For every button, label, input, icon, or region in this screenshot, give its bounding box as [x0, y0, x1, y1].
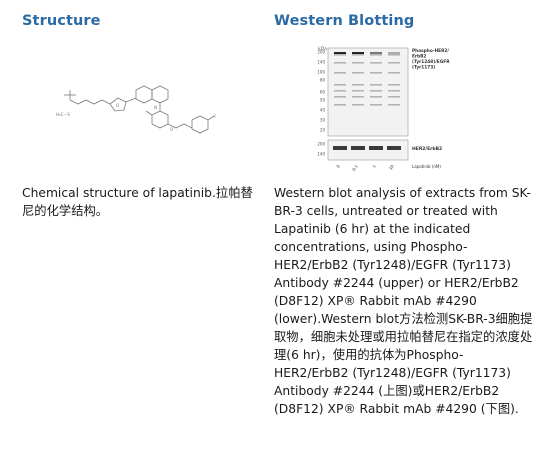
blot-band — [370, 104, 382, 106]
svg-text:O: O — [170, 127, 173, 132]
lane-label: 0.1 — [351, 163, 359, 171]
structure-image-label: H₃C—S — [56, 112, 70, 117]
upper-label-line: (Tyr1173) — [412, 65, 435, 71]
blot-band — [388, 96, 400, 98]
upper-label-line: Phospho-HER2/ — [412, 48, 449, 54]
western-heading: Western Blotting — [274, 13, 415, 29]
marker-label: 50 — [320, 98, 326, 103]
blot-band — [334, 52, 346, 55]
upper-blot-label: Phospho-HER2/ErbB2(Tyr1248)/EGFR(Tyr1173… — [412, 48, 450, 71]
blot-band — [370, 84, 382, 86]
blot-band — [388, 62, 400, 64]
blot-band — [370, 90, 382, 92]
blot-band — [370, 72, 382, 74]
marker-label: 30 — [320, 118, 326, 123]
marker-label: 200 — [317, 142, 325, 147]
lane-label: 1 — [371, 163, 377, 168]
svg-text:O: O — [116, 103, 119, 108]
lower-blot-bands — [333, 146, 401, 150]
lower-blot-label: HER2/ErbB2 — [412, 146, 442, 152]
western-caption: Western blot analysis of extracts from S… — [274, 186, 533, 416]
blot-band — [387, 146, 401, 150]
blot-band — [351, 146, 365, 150]
blot-band — [370, 96, 382, 98]
blot-band — [388, 52, 400, 55]
blot-band — [370, 52, 382, 55]
blot-band — [352, 52, 364, 55]
blot-band — [388, 90, 400, 92]
marker-label: 200 — [317, 50, 325, 55]
marker-label: 100 — [317, 70, 325, 75]
marker-label: 140 — [317, 152, 325, 157]
blot-band — [333, 146, 347, 150]
blot-band — [334, 54, 346, 56]
blot-band — [352, 96, 364, 98]
blot-band — [352, 104, 364, 106]
lapatinib-structure-image: H₃C—S O N O F — [56, 85, 217, 134]
lapatinib-axis-label: Lapatinib (nM) — [412, 164, 441, 169]
blot-band — [370, 54, 382, 56]
upper-blot-bands — [334, 52, 400, 106]
blot-band — [388, 84, 400, 86]
blot-band — [370, 62, 382, 64]
marker-label: 60 — [320, 90, 326, 95]
svg-text:N: N — [154, 105, 157, 110]
blot-band — [334, 90, 346, 92]
blot-band — [352, 90, 364, 92]
svg-text:F: F — [214, 114, 217, 119]
lane-labels: 0 0.1 1 10 — [335, 163, 395, 171]
kda-header: kDa — [318, 46, 327, 52]
blot-band — [334, 84, 346, 86]
lower-marker-labels: 200 140 — [317, 142, 325, 157]
lower-blot-panel — [327, 139, 409, 161]
upper-label-line: (Tyr1248)/EGFR — [412, 59, 450, 65]
blot-band — [334, 62, 346, 64]
marker-label: 140 — [317, 60, 325, 65]
blot-band — [334, 72, 346, 74]
upper-blot-panel — [327, 47, 409, 137]
lane-label: 10 — [388, 163, 395, 170]
blot-band — [388, 72, 400, 74]
structure-section: Structure — [22, 0, 254, 218]
blot-band — [334, 104, 346, 106]
blot-band — [334, 96, 346, 98]
blot-band — [352, 72, 364, 74]
structure-heading: Structure — [22, 13, 101, 29]
blot-band — [352, 62, 364, 64]
upper-marker-labels: 200 140 100 80 60 50 40 30 20 — [317, 50, 325, 133]
blot-band — [352, 54, 364, 56]
blot-band — [352, 84, 364, 86]
blot-band — [388, 104, 400, 106]
lane-label: 0 — [335, 163, 341, 168]
marker-label: 20 — [320, 128, 326, 133]
structure-caption: Chemical structure of lapatinib.拉帕替尼的化学结… — [22, 186, 253, 218]
blot-band — [369, 146, 383, 150]
marker-label: 80 — [320, 78, 326, 83]
blot-band — [388, 54, 400, 56]
marker-label: 40 — [320, 108, 326, 113]
upper-label-line: ErbB2 — [412, 54, 426, 60]
